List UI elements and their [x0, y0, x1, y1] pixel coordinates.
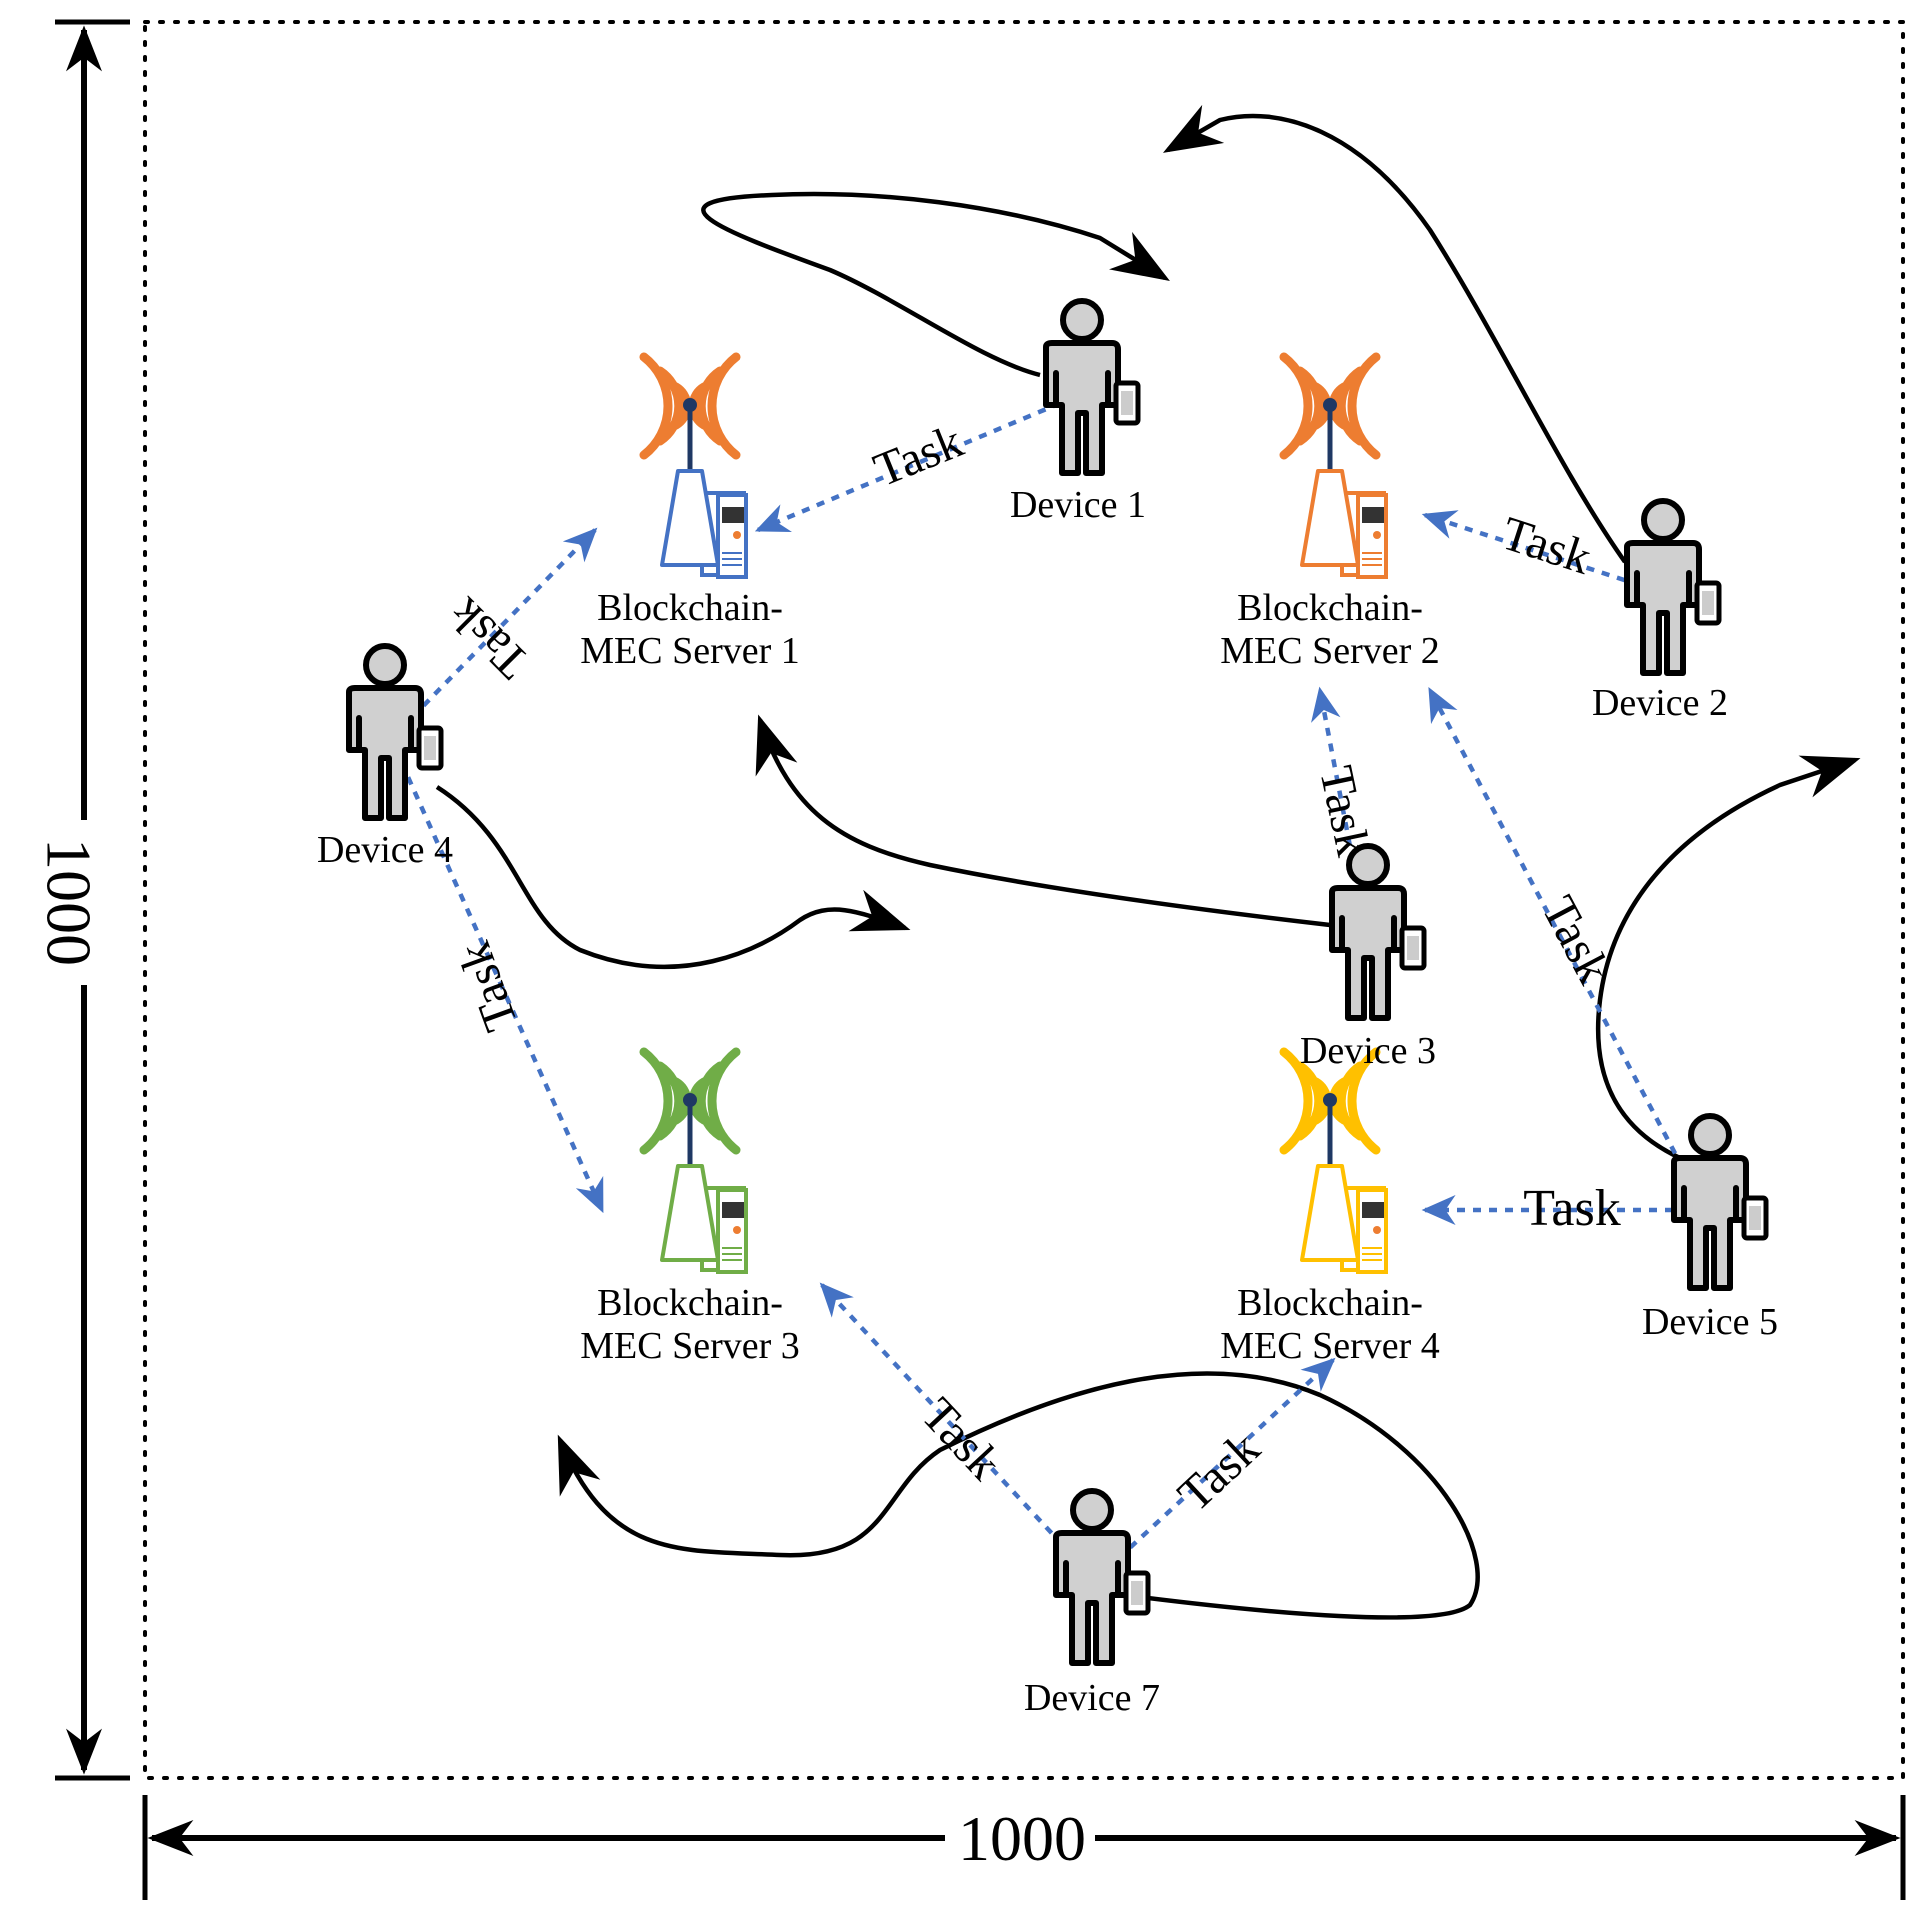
task-label: Task	[448, 935, 529, 1038]
tower-icon	[660, 398, 720, 567]
width-dimension: 1000	[142, 1795, 1906, 1900]
signal-icon	[639, 352, 741, 460]
height-label: 1000	[33, 838, 104, 966]
trajectory-device-5	[1595, 755, 1861, 1161]
height-dimension: 1000	[33, 19, 130, 1781]
device-label: Device 2	[1592, 682, 1728, 724]
device-label: Device 7	[1024, 1677, 1160, 1719]
trajectory-device-1	[701, 191, 1170, 378]
tower-icon	[660, 1093, 720, 1262]
device-4: Device 4	[317, 646, 453, 871]
signal-icon	[1279, 352, 1381, 460]
server-label-line2: MEC Server 2	[1220, 630, 1440, 672]
servers: Blockchain- MEC Server 1 Blockchain- MEC…	[580, 352, 1440, 1367]
server-4: Blockchain- MEC Server 4	[1220, 1047, 1440, 1367]
device-label: Device 4	[317, 829, 453, 871]
server-label-line1: Blockchain-	[1237, 587, 1423, 629]
server-label-line1: Blockchain-	[597, 1282, 783, 1324]
task-link-device7-server4	[1093, 1357, 1336, 1582]
device-1: Device 1	[1010, 301, 1146, 526]
task-label: Task	[1495, 507, 1597, 585]
person-icon	[1332, 846, 1424, 1018]
device-3: Device 3	[1300, 846, 1436, 1072]
server-label-line1: Blockchain-	[597, 587, 783, 629]
server-3: Blockchain- MEC Server 3	[580, 1047, 800, 1367]
server-1: Blockchain- MEC Server 1	[580, 352, 800, 672]
task-label: Task	[867, 414, 970, 497]
server-2: Blockchain- MEC Server 2	[1220, 352, 1440, 672]
person-icon	[1627, 501, 1719, 673]
trajectory-device-7	[557, 1371, 1480, 1620]
width-label: 1000	[958, 1803, 1086, 1874]
device-2: Device 2	[1592, 501, 1728, 724]
task-link-device7-server3	[819, 1282, 1097, 1582]
server-label-line2: MEC Server 3	[580, 1325, 800, 1367]
person-icon	[1046, 301, 1138, 473]
devices: Device 1 Device 2 Device 3 Device 4 Devi…	[317, 301, 1778, 1719]
trajectory-device-4	[435, 785, 911, 970]
task-link-device4-server1	[388, 527, 598, 742]
trajectory-device-2	[1162, 104, 1627, 564]
device-7: Device 7	[1024, 1491, 1160, 1719]
device-label: Device 5	[1642, 1301, 1778, 1343]
server-label-line2: MEC Server 1	[580, 630, 800, 672]
tower-icon	[1300, 398, 1360, 567]
task-link-device3-server2	[1311, 686, 1371, 941]
region-border	[143, 20, 1905, 1780]
device-5: Device 5	[1642, 1116, 1778, 1343]
trajectories	[435, 104, 1861, 1620]
server-box-icon	[1340, 491, 1388, 579]
device-label: Device 1	[1010, 484, 1146, 526]
task-links	[388, 394, 1707, 1582]
signal-icon	[1279, 1047, 1381, 1155]
task-label: Task	[1168, 1422, 1270, 1522]
task-label: Task	[1531, 888, 1620, 992]
trajectory-device-3	[755, 714, 1331, 928]
server-label-line2: MEC Server 4	[1220, 1325, 1440, 1367]
device-label: Device 3	[1300, 1030, 1436, 1072]
person-icon	[1056, 1491, 1148, 1663]
person-icon	[349, 646, 441, 818]
task-link-device5-server2	[1428, 686, 1707, 1212]
task-label: Task	[1523, 1180, 1620, 1237]
task-label: Task	[438, 588, 539, 689]
tower-icon	[1300, 1093, 1360, 1262]
server-label-line1: Blockchain-	[1237, 1282, 1423, 1324]
person-icon	[1674, 1116, 1766, 1288]
task-link-device4-server3	[392, 747, 605, 1214]
task-labels: Task Task Task Task Task Task Task Task …	[438, 414, 1620, 1521]
